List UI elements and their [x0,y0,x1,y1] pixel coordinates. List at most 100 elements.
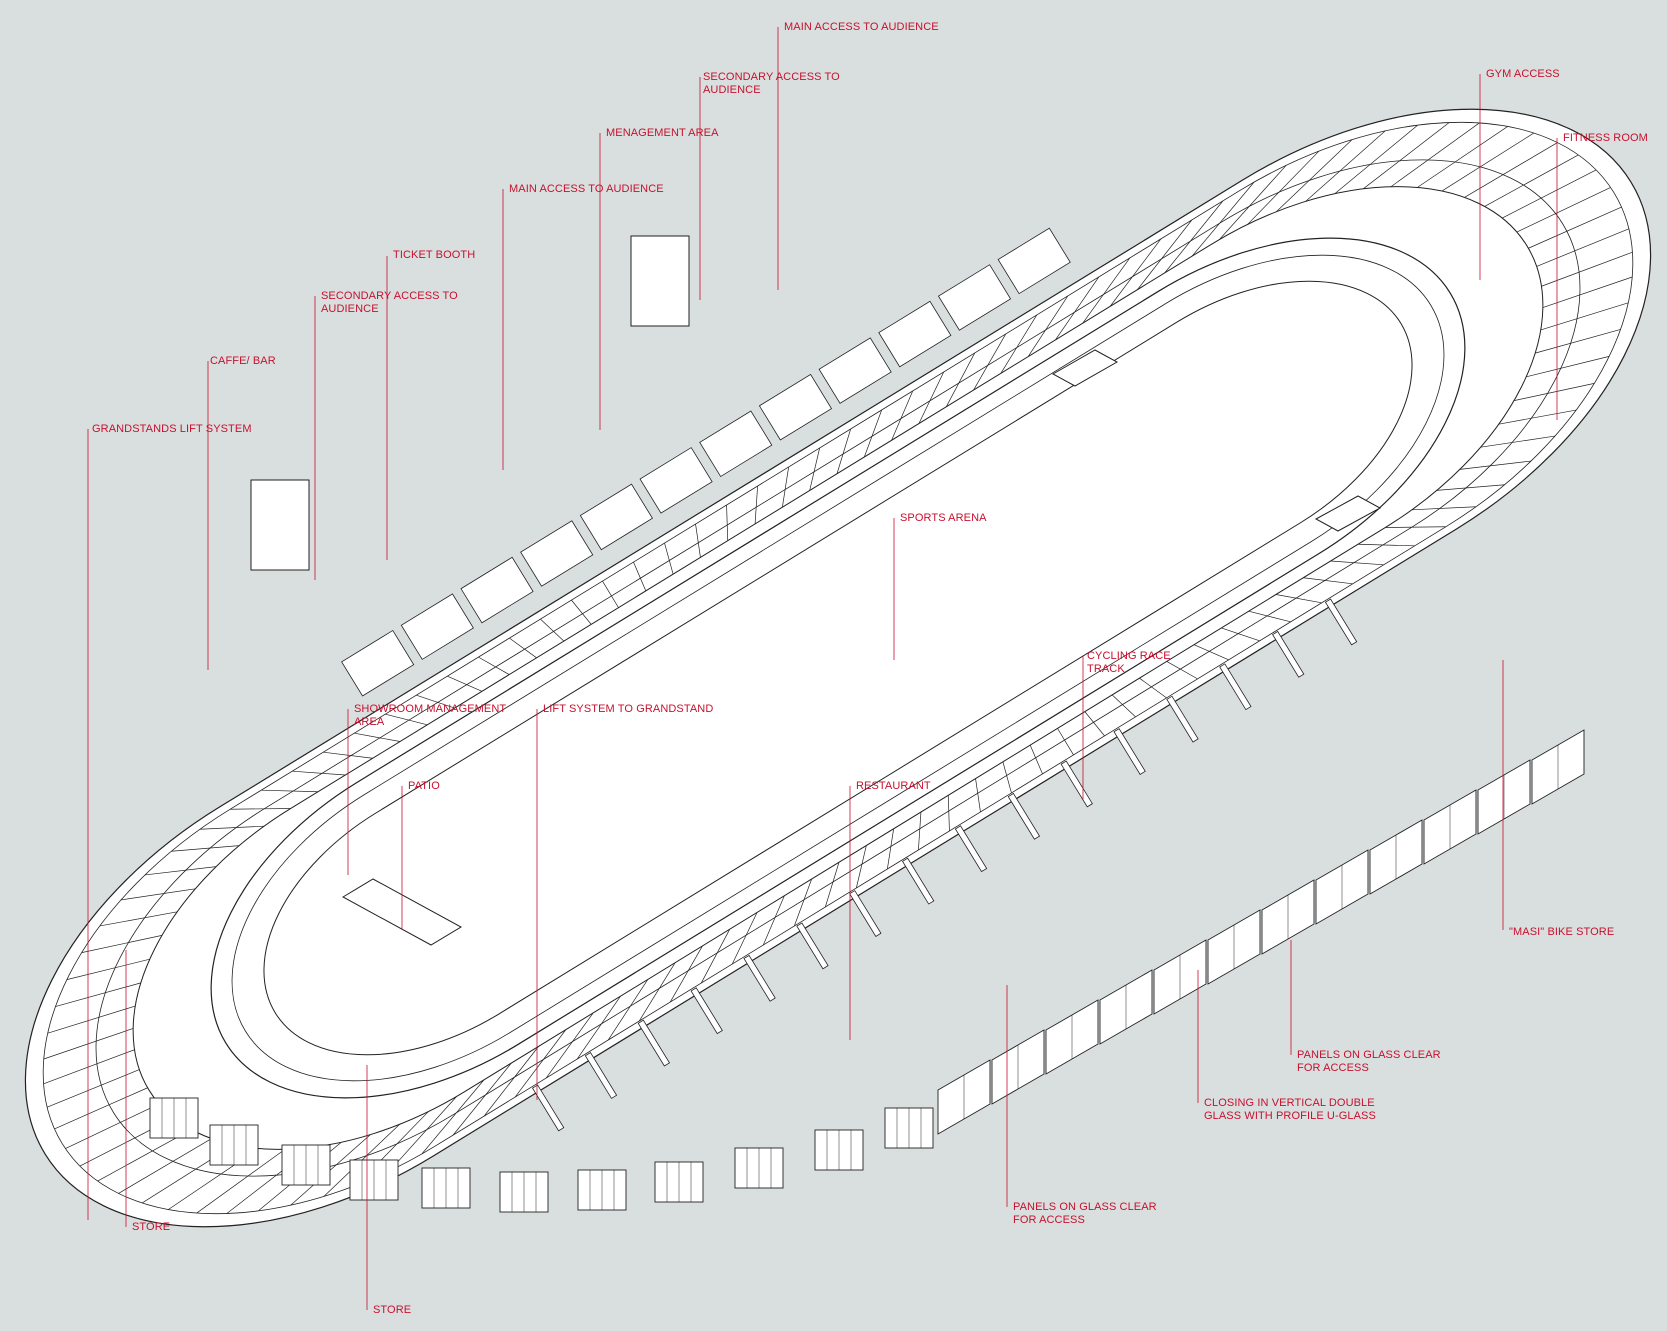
grandstand-rib [669,945,703,1003]
label-grandstands-lift: GRANDSTANDS LIFT SYSTEM [92,423,252,435]
grandstand-rib [762,895,785,946]
grandstand-rib [1411,506,1477,511]
glass-panels [149,729,1585,1213]
room-cell [520,520,594,587]
label-masi-store: "MASI" BIKE STORE [1509,926,1615,938]
grandstand-rib [421,1079,485,1155]
grandstand-rib [633,561,647,592]
grandstand-rib [891,390,914,441]
grandstand-rib [863,409,883,458]
grandstand-rib [1247,150,1320,225]
grandstand-rib [836,428,852,474]
room-cell [878,300,952,368]
cycling-track-line [231,254,1445,1082]
grandstand-rib [1303,577,1353,585]
management-rooms [341,227,1071,697]
grandstand-rib [1516,187,1611,233]
grandstand-rib [918,812,922,850]
grandstand-rib [726,505,729,541]
grandstand-rib [695,524,701,558]
grandstand-rib [607,979,649,1041]
grandstand-rib [540,618,565,642]
column [743,954,776,1002]
grandstand-rib [602,580,619,608]
room-cell [997,227,1071,295]
grandstand-rib [261,789,319,793]
column [637,1019,671,1067]
column [954,825,988,873]
grandstand-rib [1000,314,1038,374]
grandstand-rib [1082,257,1131,324]
annotation-leader-lines [87,27,1558,1310]
grandstand-rib [1535,329,1621,354]
grandstand-rib [1330,560,1384,566]
grandstand-rib [54,1087,148,1130]
grandstand-rib [1139,677,1167,699]
grandstand-rib [638,962,676,1022]
grandstand-rib [1436,484,1505,491]
room-cell [937,264,1012,331]
seating-tier-1 [95,159,1581,1177]
grandstand-rib [973,333,1007,391]
grandstand-rib [478,656,510,675]
grandstand-rib [1334,124,1418,195]
grandstand-rib [1526,356,1610,378]
grandstand-rib [452,1062,512,1136]
grandstand-rib [171,845,240,852]
grandstand-rib [99,911,178,927]
arena-pit-upper [1051,349,1119,387]
room-cell [341,629,415,697]
grandstand-rib [1219,165,1287,240]
label-store-bottom: STORE [373,1304,412,1316]
grandstand-rib [887,828,894,870]
arena-pit-right [1314,495,1382,532]
label-fitness-room: FITNESS ROOM [1563,132,1648,144]
column [584,1052,618,1099]
label-lift-grandstand: LIFT SYSTEM TO GRANDSTAND [543,703,714,715]
grandstand-rib [230,808,291,810]
room-cell [460,556,534,624]
grandstand-rib [1528,206,1622,249]
room-cell [699,410,773,478]
grandstand-rib [1276,139,1353,212]
stair-tower-left [250,479,310,571]
grandstand-rib [199,825,265,830]
grandstand-rib [1221,627,1260,642]
grandstand-rib [1137,219,1193,290]
grandstand-rib [1164,200,1224,274]
grandstand-rib [118,1138,212,1194]
grandstand-rib [731,912,758,965]
grandstand-rib [1459,460,1532,470]
label-management-area: MENAGEMENT AREA [606,127,719,139]
label-patio: PATIO [408,780,440,792]
grandstand-rib [416,694,455,709]
grandstand-rib [1484,154,1579,207]
label-main-access: MAIN ACCESS TO AUDIENCE [509,183,664,195]
column [1060,760,1093,808]
grandstand-rib [782,466,789,508]
grandstand-rib [1513,383,1595,401]
grandstand-rib [1057,728,1074,756]
label-main-access-top: MAIN ACCESS TO AUDIENCE [784,21,939,33]
grandstand-rib [1055,276,1100,341]
grandstand-rib [793,878,813,927]
grandstand-rib [1193,644,1229,661]
grandstand-ribs [43,122,1633,1214]
grandstand-rib [1084,711,1105,737]
grandstand-rib [292,770,346,776]
column [1219,663,1252,711]
grandstand-rib [389,1096,457,1171]
grandstand-rib [1502,169,1597,219]
grandstand-rib [700,929,731,984]
grandstand-rib [918,371,945,424]
column [1007,792,1041,840]
grandstand-rib [1027,295,1069,357]
grandstand-rib [1002,761,1012,794]
label-sports-arena: SPORTS ARENA [900,512,987,524]
grandstand-rib [196,1148,286,1214]
grandstand-rib [1417,126,1508,188]
outer-ring-inner-edge [42,121,1634,1215]
